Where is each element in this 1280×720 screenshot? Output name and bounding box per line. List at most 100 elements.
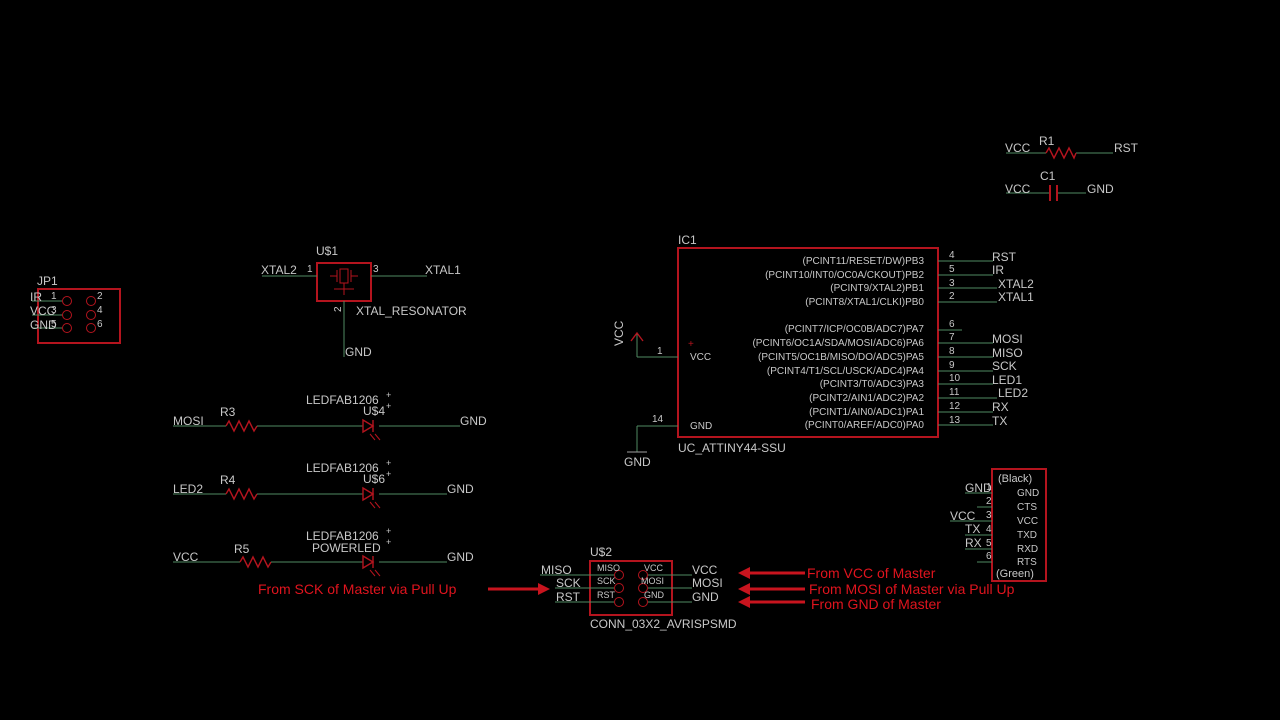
u1-net-right: XTAL1: [425, 263, 461, 277]
ic1-pin-net: MISO: [992, 346, 1023, 360]
ic1-pin-name: (PCINT1/AIN0/ADC1)PA1: [809, 407, 924, 418]
led-row-res: R4: [220, 473, 236, 487]
u1-net-bottom: GND: [345, 345, 372, 359]
ic1-pin-num: 3: [949, 278, 955, 289]
u1-net-left: XTAL2: [261, 263, 297, 277]
jp1-net-ir: IR: [30, 290, 42, 304]
ftdi-pin-num: 3: [986, 510, 992, 521]
ftdi-pin-label: RTS: [1017, 557, 1037, 568]
resonator-u1[interactable]: U$1 XTAL2 XTAL1 XTAL_RESONATOR GND 1 3 2: [261, 244, 467, 359]
u2-pin-miso: MISO: [597, 563, 620, 573]
ic1-gnd-pin: 14: [652, 414, 664, 425]
led-row-plus: +: [386, 390, 391, 400]
ic1-gnd-label: GND: [690, 421, 712, 432]
ic1-pin-row: (PCINT1/AIN0/ADC1)PA1 12 RX: [809, 400, 1009, 418]
led-row-mosi[interactable]: MOSI R3 LEDFAB1206 U$4 GND + +: [173, 390, 487, 441]
led-row-vcc[interactable]: VCC R5 LEDFAB1206 POWERLED GND + +: [173, 526, 474, 577]
u2-pin-rst: RST: [597, 590, 616, 600]
led-row-ref: U$4: [363, 404, 385, 418]
ftdi-net-gnd: GND: [965, 481, 992, 495]
ic1-pin-name: (PCINT7/ICP/OC0B/ADC7)PA7: [785, 324, 925, 335]
ic1-pin-name: (PCINT5/OC1B/MISO/DO/ADC5)PA5: [758, 352, 924, 363]
resistor-r1[interactable]: R1 VCC RST: [1005, 134, 1139, 160]
isp-connector-u2[interactable]: U$2 CONN_03X2_AVRISPSMD MISO SCK RST VCC…: [540, 545, 737, 631]
jp1-pin-4: 4: [97, 305, 103, 316]
annotation-gnd-text: From GND of Master: [811, 596, 941, 612]
ftdi-pin-num: 2: [986, 496, 992, 507]
ic1-pin-num: 4: [949, 250, 955, 261]
ftdi-pin-num: 4: [986, 524, 992, 535]
annotation-mosi: From MOSI of Master via Pull Up: [738, 581, 1015, 597]
ic1-vcc-pin: 1: [657, 346, 663, 357]
ic1-pin-num: 8: [949, 346, 955, 357]
annotation-vcc: From VCC of Master: [738, 565, 936, 581]
led-row-res: R5: [234, 542, 250, 556]
led-row-led2[interactable]: LED2 R4 LEDFAB1206 U$6 GND + +: [173, 458, 474, 509]
led-row-plus-2: +: [386, 537, 391, 547]
led-row-plus-2: +: [386, 469, 391, 479]
ftdi-bottom-label: (Green): [996, 568, 1034, 580]
ic1-pin-net: LED1: [992, 373, 1022, 387]
ic1-pin-name: (PCINT2/AIN1/ADC2)PA2: [809, 393, 924, 404]
u2-net-rst: RST: [556, 590, 581, 604]
ic1-pin-row: (PCINT4/T1/SCL/USCK/ADC4)PA4 9 SCK: [767, 359, 1017, 377]
ic1-pin-net: XTAL1: [998, 290, 1034, 304]
ic1-pin-row: (PCINT6/OC1A/SDA/MOSI/ADC6)PA6 7 MOSI: [752, 332, 1022, 349]
ic1-pin-row: (PCINT9/XTAL2)PB1 3 XTAL2: [830, 277, 1034, 294]
u2-net-sck: SCK: [556, 576, 581, 590]
ic1-pin-name: (PCINT6/OC1A/SDA/MOSI/ADC6)PA6: [752, 338, 924, 349]
r1-net-right: RST: [1114, 141, 1139, 155]
jp1-pin-1: 1: [51, 291, 57, 302]
u2-value: CONN_03X2_AVRISPSMD: [590, 617, 737, 631]
u1-pin-3: 3: [373, 264, 379, 275]
ic1-pin-name: (PCINT10/INT0/OC0A/CKOUT)PB2: [765, 270, 924, 281]
led-row-net-in: MOSI: [173, 414, 204, 428]
annotation-gnd: From GND of Master: [738, 596, 941, 612]
ftdi-pin-label: RXD: [1017, 544, 1038, 555]
ftdi-net-vcc: VCC: [950, 509, 976, 523]
ic1-pin-num: 2: [949, 291, 955, 302]
jp1-pin-2: 2: [97, 291, 103, 302]
ic1-vcc-label: VCC: [690, 352, 711, 363]
ftdi-pin-num: 1: [986, 482, 992, 493]
ic1-pin-net: IR: [992, 263, 1004, 277]
ic1-pin-row: (PCINT11/RESET/DW)PB3 4 RST: [803, 250, 1017, 267]
r1-net-left: VCC: [1005, 141, 1031, 155]
u1-pin-2: 2: [333, 306, 344, 312]
ic1-pin-name: (PCINT9/XTAL2)PB1: [830, 283, 924, 294]
ftdi-pin-label: VCC: [1017, 516, 1038, 527]
ic1-pin-num: 10: [949, 373, 961, 384]
ic1-pin-num: 7: [949, 332, 955, 343]
ic1-attiny44[interactable]: IC1 UC_ATTINY44-SSU VCC 1 VCC + 14 GND G…: [612, 233, 1034, 469]
u1-value: XTAL_RESONATOR: [356, 304, 467, 318]
u1-ref: U$1: [316, 244, 338, 258]
ic1-vcc-net: VCC: [612, 320, 626, 346]
ic1-pin-net: XTAL2: [998, 277, 1034, 291]
u2-net-mosi: MOSI: [692, 576, 723, 590]
ic1-pin-row: (PCINT0/AREF/ADC0)PA0 13 TX: [805, 414, 1008, 431]
ic1-pin-net: RX: [992, 400, 1009, 414]
header-jp1[interactable]: JP1 IR VCC GND 1 3 5 2 4 6: [30, 274, 121, 344]
ic1-pin-name: (PCINT3/T0/ADC3)PA3: [820, 379, 925, 390]
ic1-pin-num: 6: [949, 319, 955, 330]
ic1-pin-row: (PCINT3/T0/ADC3)PA3 10 LED1: [820, 373, 1023, 390]
led-row-value: LEDFAB1206: [306, 393, 379, 407]
u2-ref: U$2: [590, 545, 612, 559]
ic1-pin-num: 11: [949, 387, 960, 398]
led-row-net-out: GND: [460, 414, 487, 428]
ftdi-pin-num: 5: [986, 538, 992, 549]
u2-net-vcc: VCC: [692, 563, 718, 577]
ic1-pin-net: MOSI: [992, 332, 1023, 346]
capacitor-c1[interactable]: C1 VCC GND: [1005, 169, 1114, 201]
u2-net-miso: MISO: [541, 563, 572, 577]
u2-net-gnd: GND: [692, 590, 719, 604]
ftdi-header[interactable]: (Black) (Green) GND CTS VCC TXD RXD RTS …: [950, 468, 1047, 582]
ic1-value: UC_ATTINY44-SSU: [678, 441, 786, 455]
ic1-pin-num: 5: [949, 264, 955, 275]
ic1-pin-num: 13: [949, 415, 961, 426]
u2-pin-vcc: VCC: [644, 563, 664, 573]
ic1-gnd-net: GND: [624, 455, 651, 469]
jp1-pin-5: 5: [51, 319, 57, 330]
ic1-pin-row: (PCINT2/AIN1/ADC2)PA2 11 LED2: [809, 386, 1028, 404]
